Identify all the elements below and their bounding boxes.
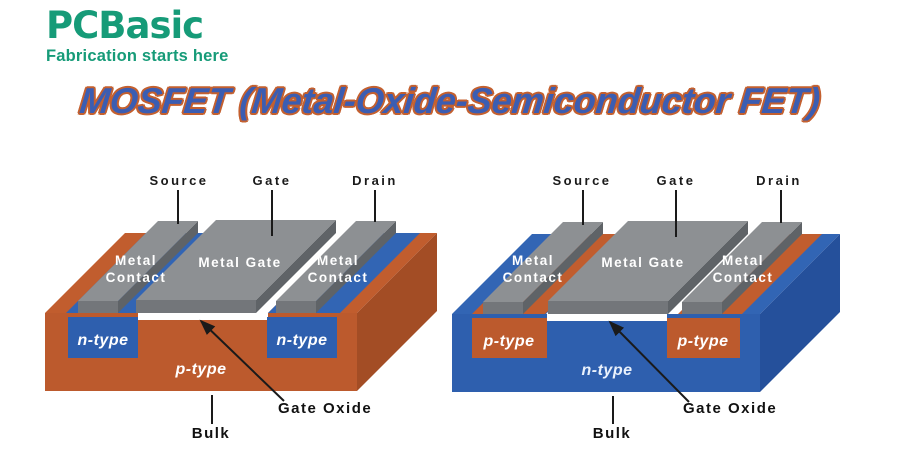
pmos-metal-gate-side xyxy=(668,221,748,314)
pmos-bulk-label: Bulk xyxy=(593,425,632,442)
pmos-gate-oxide-arrow xyxy=(608,320,690,403)
nmos-gate-oxide-label: Gate Oxide xyxy=(278,400,372,417)
nmos-drain-contact-label-line2: Contact xyxy=(308,270,369,285)
nmos-drain-well-front xyxy=(267,317,337,358)
nmos-source-contact-top xyxy=(78,221,198,301)
nmos-source-well-front xyxy=(68,317,138,358)
nmos-substrate-side-face xyxy=(357,233,437,391)
pmos-drain-contact-top xyxy=(682,222,802,302)
nmos-drain-contact-top xyxy=(276,221,396,301)
nmos-bulk-label: Bulk xyxy=(192,425,231,442)
pmos-source-label: Source xyxy=(552,173,611,188)
nmos-drain-contact-front xyxy=(276,301,316,313)
pmos-drain-contact-label-line2: Contact xyxy=(713,270,774,285)
pmos-source-contact-label-line1: Metal xyxy=(512,253,554,268)
nmos-metal-gate-front xyxy=(136,300,256,313)
brand-name: PCBasic xyxy=(46,4,204,47)
pmos-drain-label: Drain xyxy=(756,173,802,188)
brand-logo: PCBasic Fabrication starts here xyxy=(46,6,229,66)
nmos-source-contact-label-line1: Metal xyxy=(115,253,157,268)
nmos-gate-oxide-front xyxy=(138,313,268,320)
pmos-substrate-label: n-type xyxy=(582,362,633,379)
pmos-metal-gate-top xyxy=(548,221,748,301)
pmos-gate-oxide-label: Gate Oxide xyxy=(683,400,777,417)
pmos-metal-gate-front xyxy=(548,301,668,314)
nmos-drain-contact-label-line1: Metal xyxy=(317,253,359,268)
nmos-metal-gate-label: Metal Gate xyxy=(198,255,281,270)
pmos-drain-well-front xyxy=(667,318,740,358)
pmos-gate-label: Gate xyxy=(657,173,696,188)
pmos-source-contact-label-line2: Contact xyxy=(503,270,564,285)
nmos-gate-label: Gate xyxy=(253,173,292,188)
pmos-drain-contact-side xyxy=(722,222,802,314)
brand-tagline: Fabrication starts here xyxy=(46,47,229,65)
pmos-source-well-front xyxy=(472,318,547,358)
pmos-source-contact-top xyxy=(483,222,603,302)
pmos-drain-contact-label-line1: Metal xyxy=(722,253,764,268)
pmos-drain-contact-front xyxy=(682,302,722,314)
nmos-source-label: Source xyxy=(149,173,208,188)
pmos-metal-gate-label: Metal Gate xyxy=(601,255,684,270)
nmos-drain-well-label: n-type xyxy=(277,332,328,349)
pmos-source-contact-front xyxy=(483,302,523,314)
nmos-drain-label: Drain xyxy=(352,173,398,188)
nmos-source-well-label: n-type xyxy=(78,332,129,349)
nmos-gate-oxide-arrow xyxy=(199,319,285,402)
pmos-drain-well-label: p-type xyxy=(677,333,729,350)
nmos-source-contact-front xyxy=(78,301,118,313)
pmos-source-well-label: p-type xyxy=(483,333,535,350)
nmos-drain-contact-side xyxy=(316,221,396,313)
pmos-source-contact-side xyxy=(523,222,603,314)
pmos-substrate-side-face xyxy=(760,234,840,392)
nmos-metal-gate-top xyxy=(136,220,336,300)
nmos-source-contact-label-line2: Contact xyxy=(106,270,167,285)
nmos-diagram: Source Gate Drain Metal Contact Metal Ga… xyxy=(45,173,437,442)
pmos-diagram: Source Gate Drain Metal Contact Metal Ga… xyxy=(452,173,840,442)
pmos-gate-oxide-front xyxy=(547,314,667,321)
nmos-source-contact-side xyxy=(118,221,198,313)
nmos-metal-gate-side xyxy=(256,220,336,313)
nmos-substrate-label: p-type xyxy=(175,361,227,378)
